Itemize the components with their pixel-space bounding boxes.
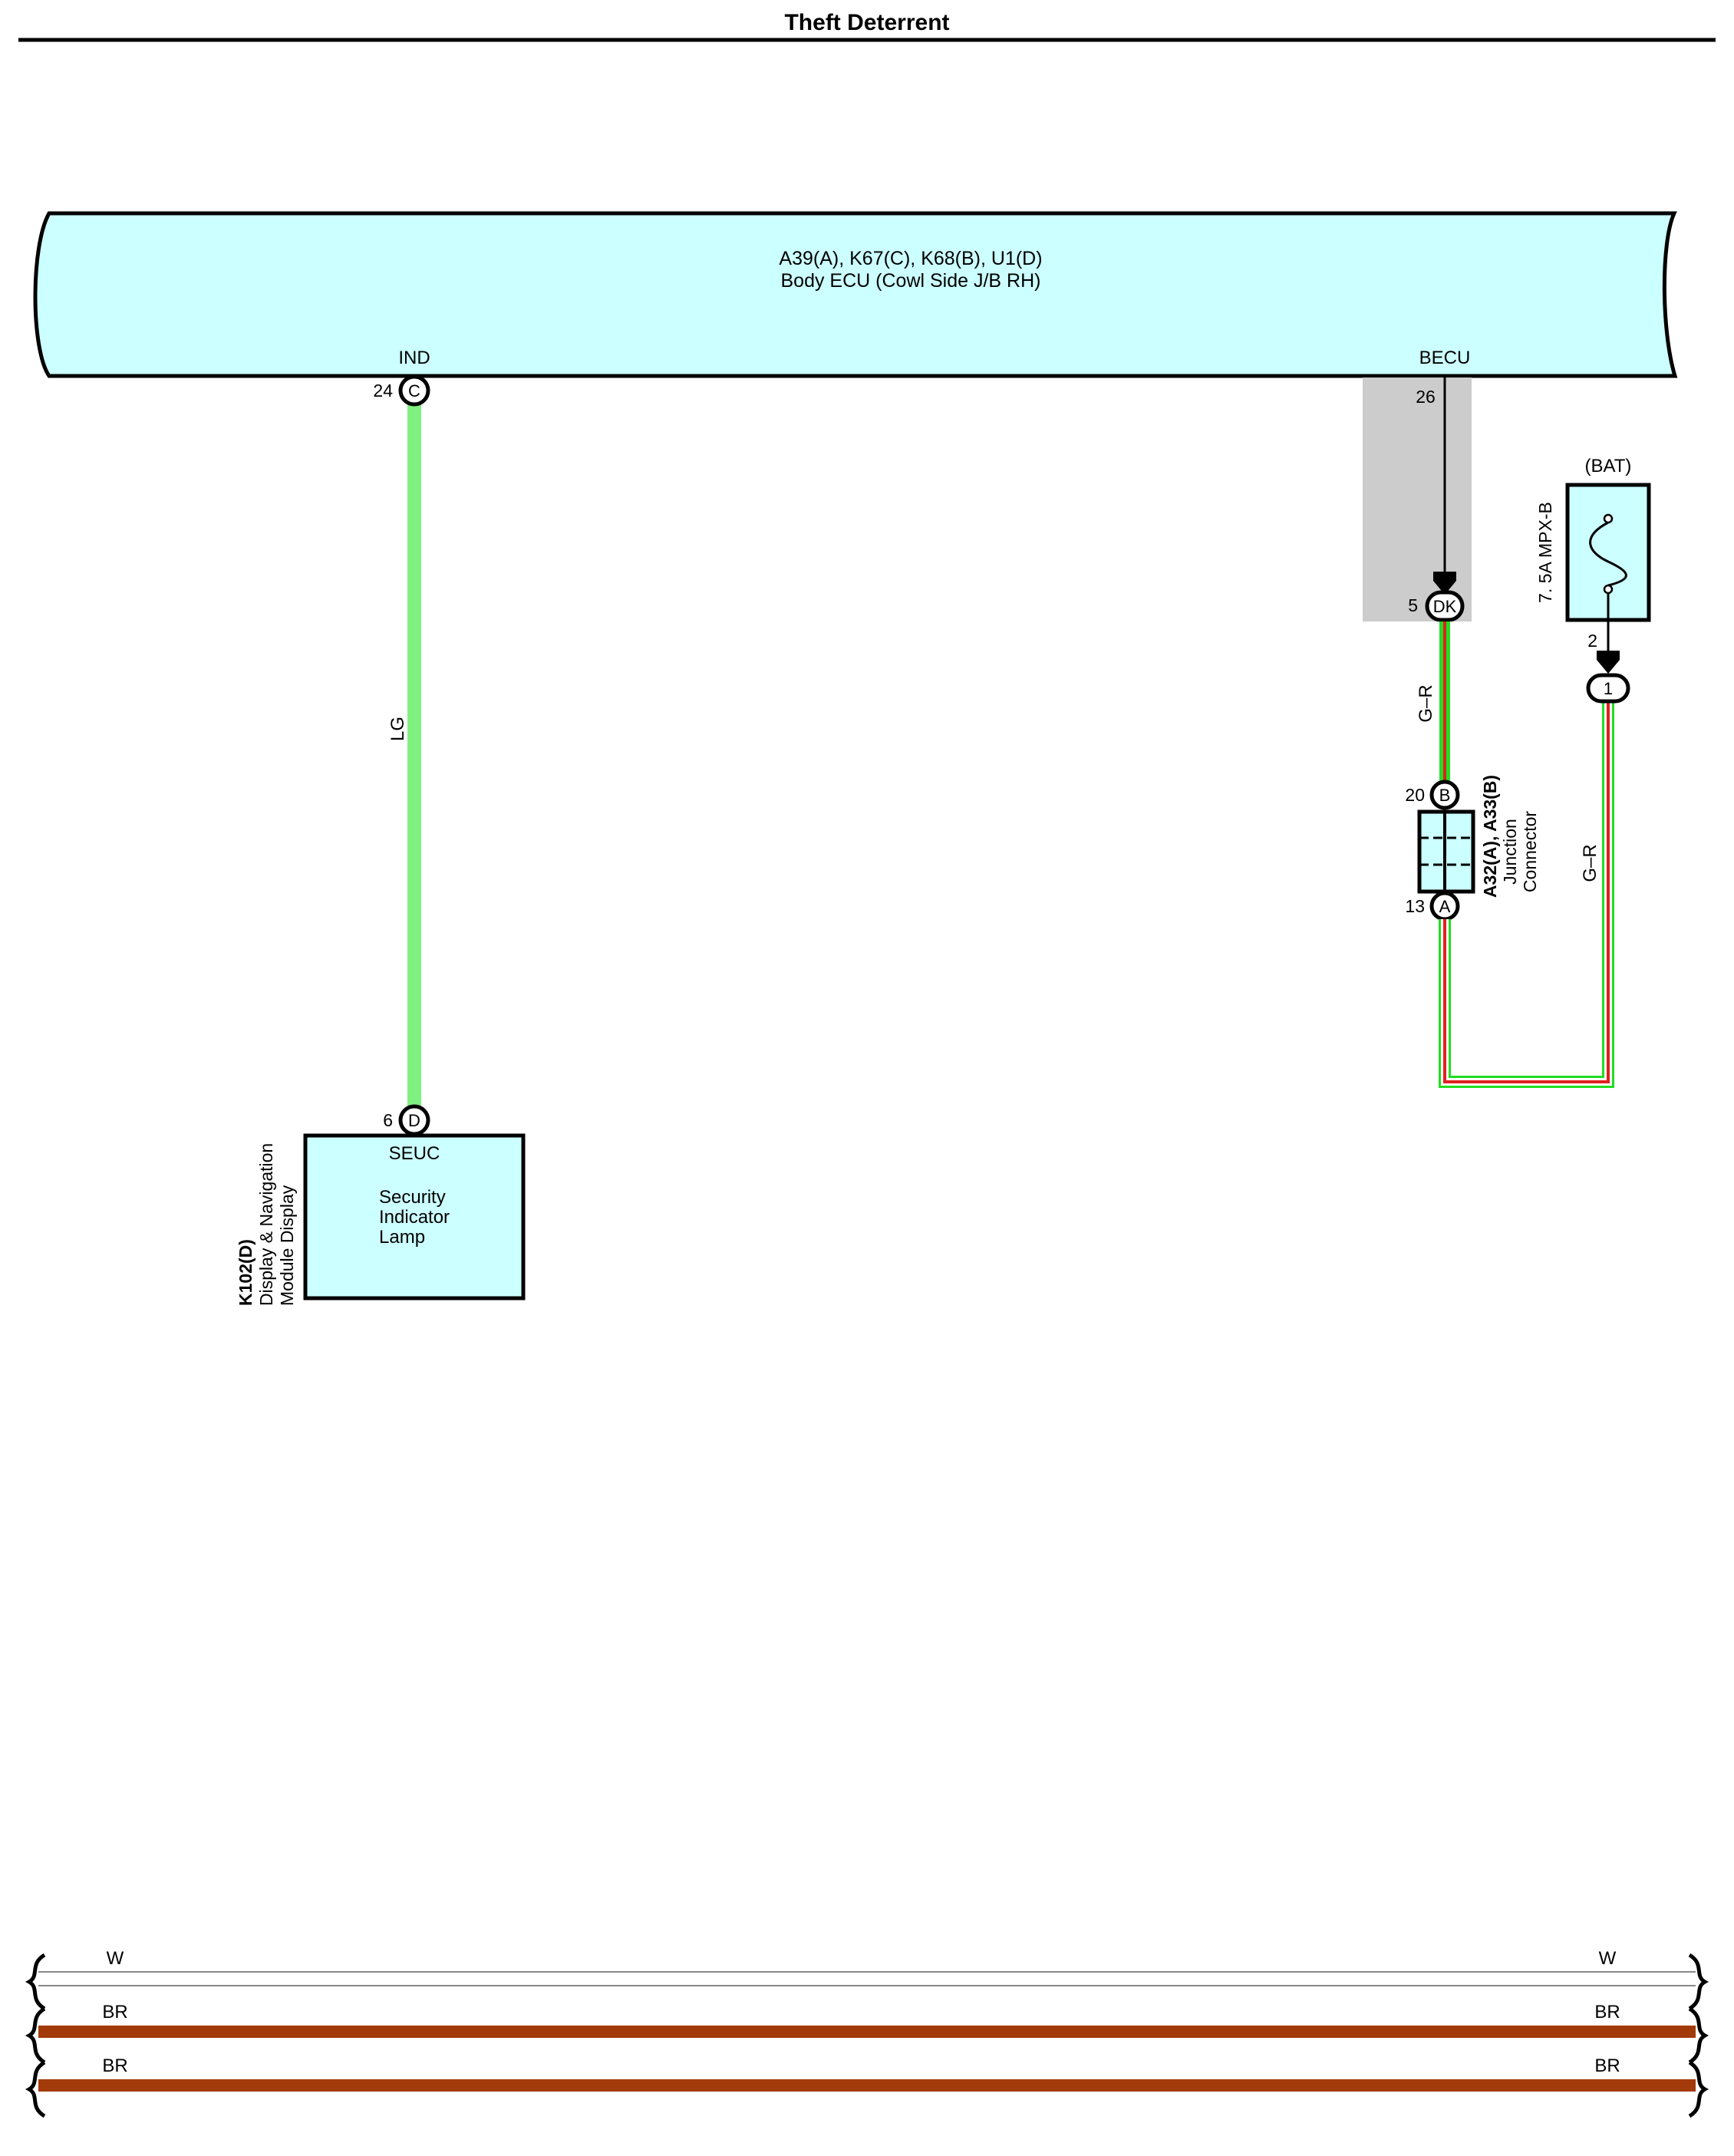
terminal-ind-label: IND xyxy=(398,348,430,368)
fuse-name: 7. 5A MPX-B xyxy=(1535,502,1555,603)
body-ecu-connectors: A39(A), K67(C), K68(B), U1(D) xyxy=(779,248,1042,269)
junction-connectors: A32(A), A33(B) xyxy=(1480,775,1500,898)
legend-brace-left-3 xyxy=(25,2060,46,2118)
fuse-arrow xyxy=(1597,651,1620,674)
terminal-becu-label: BECU xyxy=(1419,348,1471,368)
fuse-icon xyxy=(1589,521,1627,587)
connector-dk-label: DK xyxy=(1433,597,1457,616)
connector-c-label: C xyxy=(408,381,420,401)
wire-gr-right-label: G–R xyxy=(1580,844,1600,882)
display-module-block xyxy=(303,1133,526,1301)
lamp-line2: Indicator xyxy=(379,1207,450,1228)
splice-area xyxy=(1363,377,1472,621)
legend-brace-right-1 xyxy=(1688,1953,1709,2011)
display-pin: 6 xyxy=(383,1110,393,1130)
becu-arrow xyxy=(1433,572,1456,595)
connector-1-label: 1 xyxy=(1604,679,1613,698)
junction-connector-b-label: B xyxy=(1439,786,1451,805)
junction-pin-top: 20 xyxy=(1405,785,1425,805)
legend-brace-right-3 xyxy=(1688,2060,1709,2118)
fuse-pin: 2 xyxy=(1587,631,1597,651)
fuse-terminal-bottom xyxy=(1603,584,1614,595)
display-signal: SEUC xyxy=(389,1143,440,1164)
display-line2: Module Display xyxy=(277,1185,297,1306)
junction-connector-a-label: A xyxy=(1439,897,1451,916)
wire-gr-left-label: G–R xyxy=(1416,684,1436,722)
legend-br1-left: BR xyxy=(102,2002,127,2022)
fuse-terminal-top xyxy=(1603,513,1614,524)
dk-pin: 5 xyxy=(1408,595,1418,615)
legend-brace-left-1 xyxy=(25,1953,46,2011)
terminal-ind-pin: 24 xyxy=(373,381,393,401)
fuse-source: (BAT) xyxy=(1585,456,1632,476)
wire-legend: W W BR BR BR BR xyxy=(25,1948,1709,2118)
display-connector: K102(D) xyxy=(236,1239,255,1306)
body-ecu-name: Body ECU (Cowl Side J/B RH) xyxy=(781,270,1041,292)
body-ecu-block xyxy=(33,211,1678,378)
wire-lg-label: LG xyxy=(387,717,408,741)
connector-dk xyxy=(1425,590,1465,622)
junction-line2: Connector xyxy=(1520,811,1540,892)
legend-w-right: W xyxy=(1599,1948,1617,1969)
connector-c xyxy=(398,374,430,407)
display-line1: Display & Navigation xyxy=(256,1143,276,1306)
lamp-line3: Lamp xyxy=(379,1227,425,1248)
page-title: Theft Deterrent xyxy=(784,10,949,35)
legend-br1-right: BR xyxy=(1594,2002,1620,2022)
legend-br2-right: BR xyxy=(1594,2055,1620,2076)
terminal-becu-pin: 26 xyxy=(1416,387,1436,407)
connector-1 xyxy=(1586,673,1630,704)
junction-pin-bottom: 13 xyxy=(1405,896,1425,916)
junction-line1: Junction xyxy=(1500,819,1520,885)
connector-d-label: D xyxy=(408,1111,420,1130)
legend-br2-left: BR xyxy=(102,2055,127,2076)
lamp-line1: Security xyxy=(379,1187,446,1208)
legend-brace-left-2 xyxy=(25,2006,46,2065)
junction-connector-b xyxy=(1429,780,1460,810)
legend-w-left: W xyxy=(107,1948,124,1969)
legend-brace-right-2 xyxy=(1688,2006,1709,2065)
wire-gr-loop-stripe xyxy=(1443,702,1610,1083)
